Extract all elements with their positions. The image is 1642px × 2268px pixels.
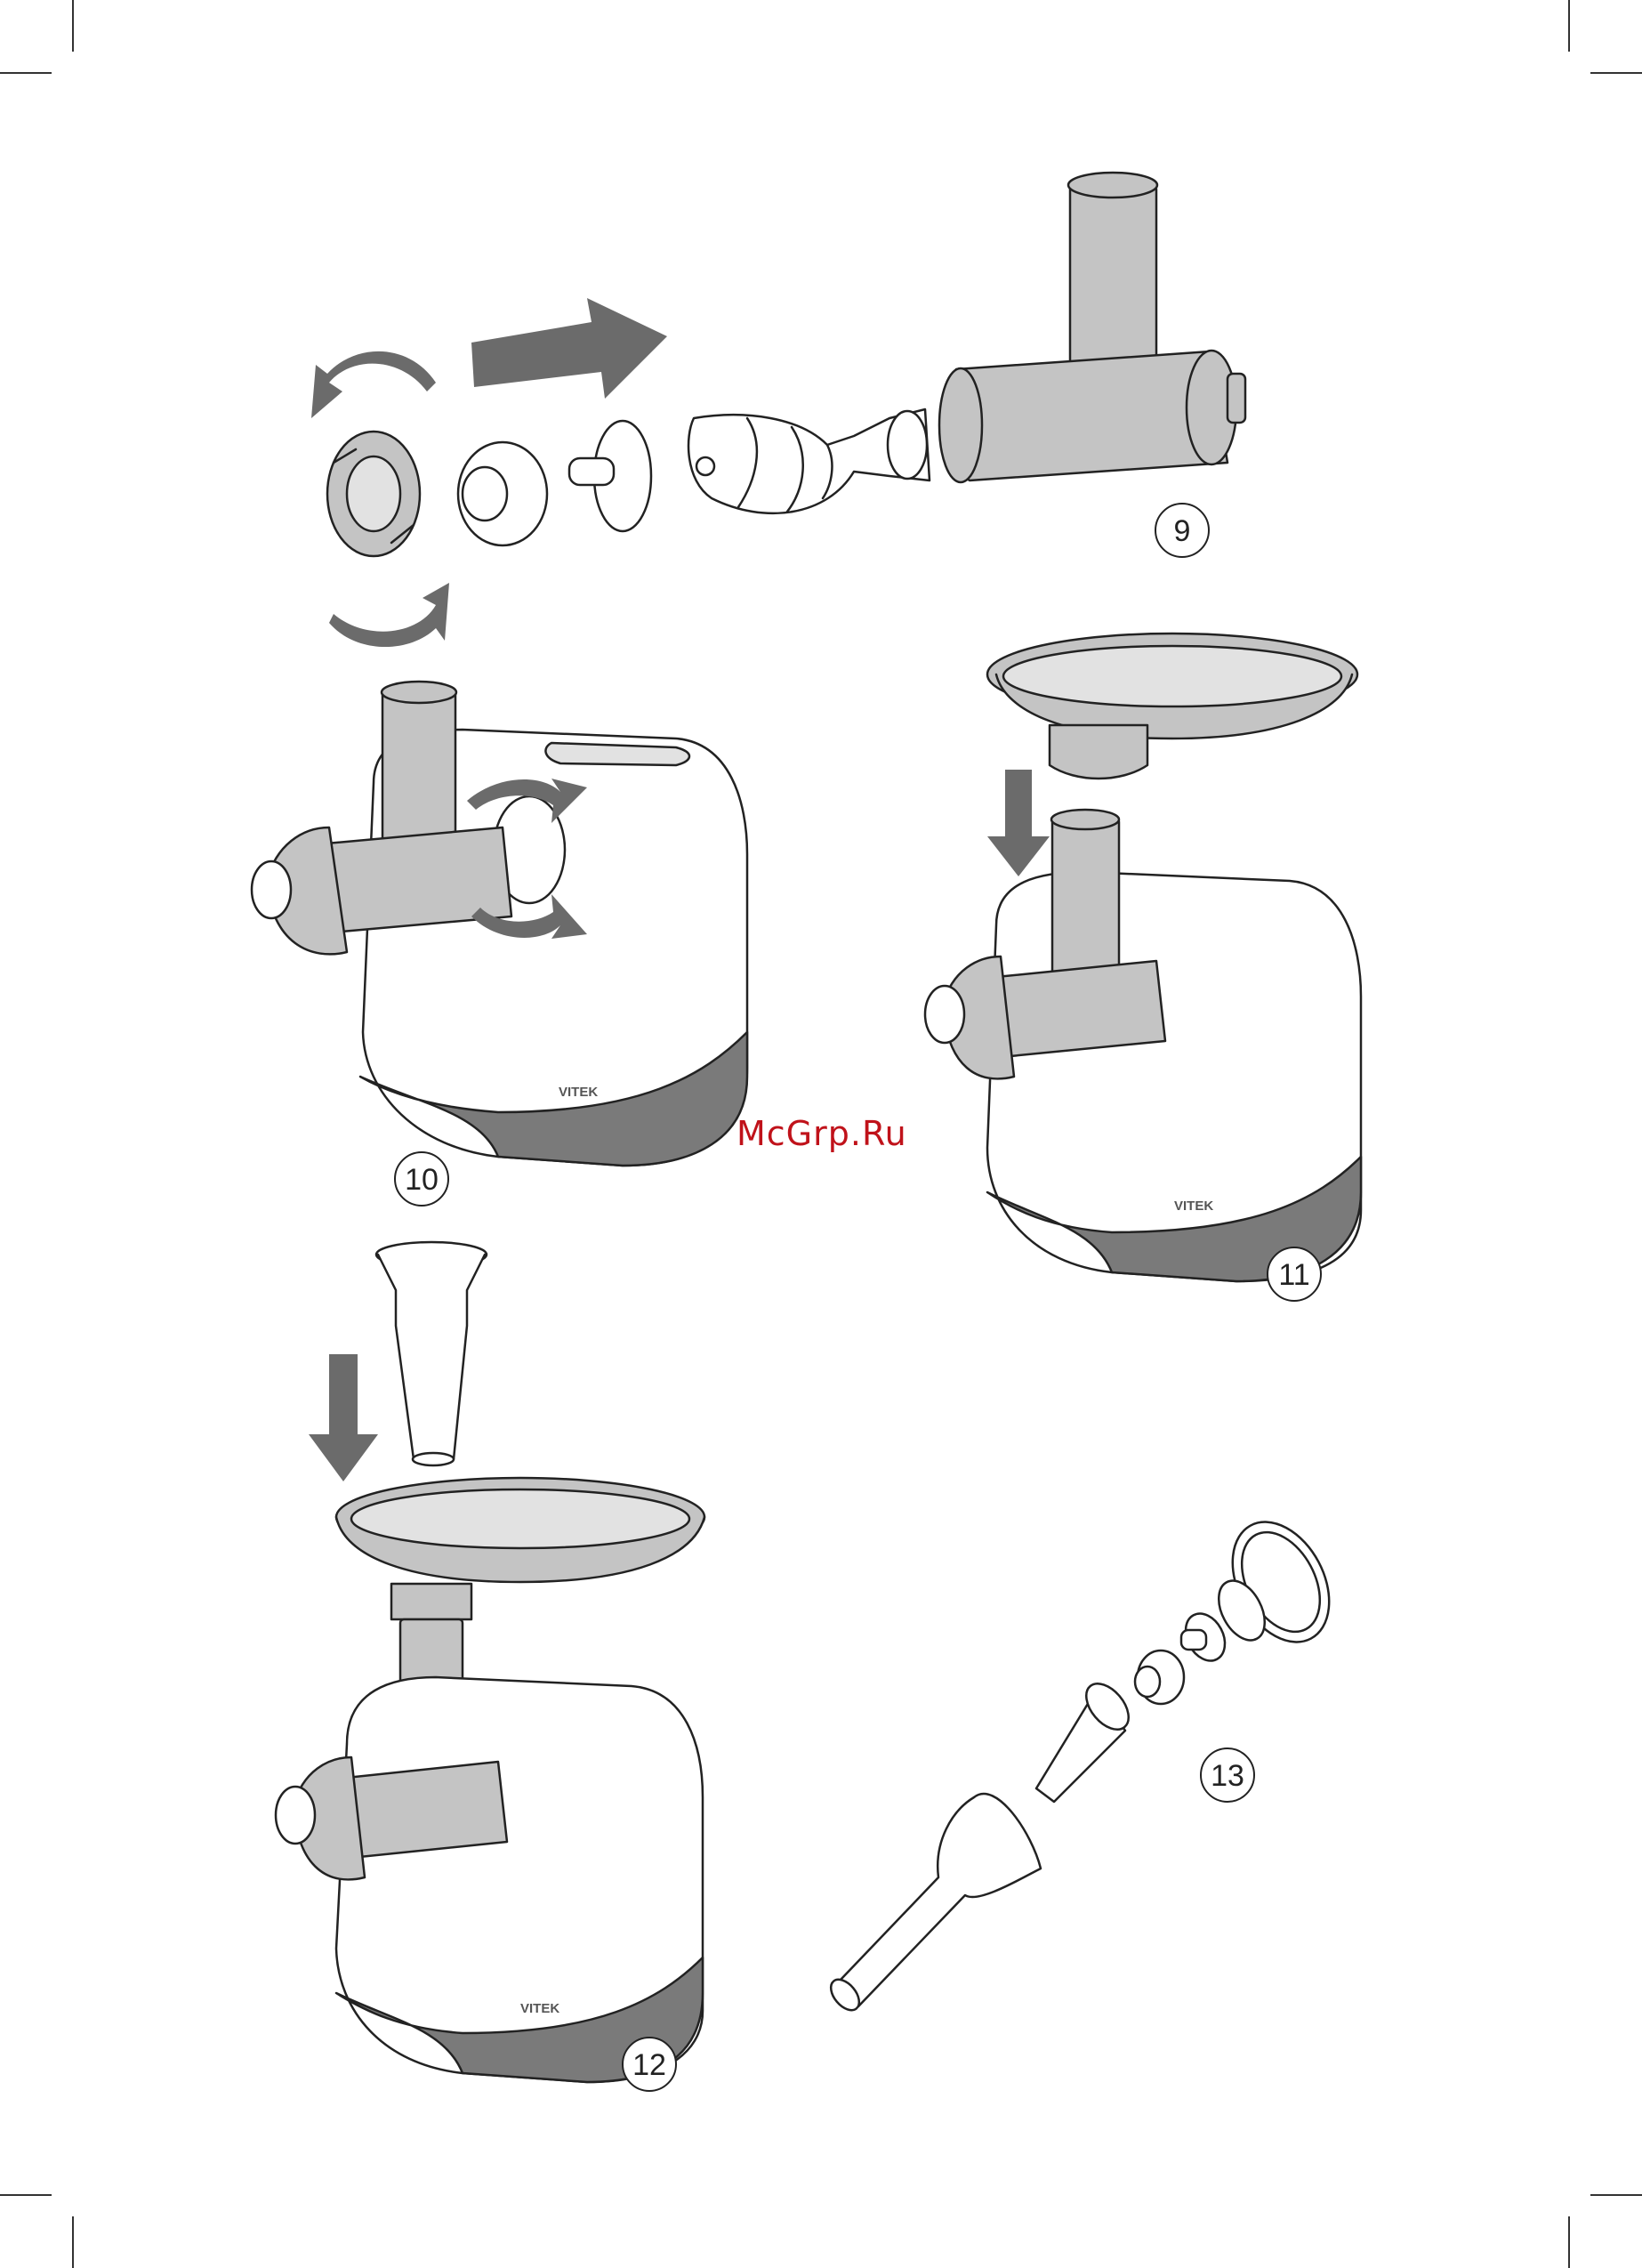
brand-label: VITEK bbox=[559, 1085, 598, 1100]
watermark-text: McGrp.Ru bbox=[736, 1114, 907, 1153]
brand-label: VITEK bbox=[520, 2001, 559, 2016]
down-arrow-icon bbox=[987, 770, 1050, 876]
step-10-illustration: VITEK bbox=[252, 682, 747, 1166]
step-10-badge: 10 bbox=[395, 1152, 448, 1206]
grinder-housing bbox=[939, 173, 1245, 482]
step-11-badge: 11 bbox=[1268, 1247, 1321, 1301]
down-arrow-icon bbox=[309, 1354, 378, 1481]
brand-label: VITEK bbox=[1174, 1199, 1213, 1214]
ring-cone bbox=[458, 442, 547, 545]
step-13-illustration bbox=[825, 1505, 1348, 2015]
separator-disk bbox=[569, 421, 651, 531]
step-number-12: 12 bbox=[632, 2048, 666, 2082]
step-13-badge: 13 bbox=[1201, 1748, 1254, 1802]
step-9-illustration bbox=[311, 173, 1245, 647]
step-11-illustration: VITEK bbox=[925, 634, 1361, 1281]
step-number-9: 9 bbox=[1174, 514, 1191, 548]
step-9-badge: 9 bbox=[1155, 504, 1209, 557]
step-number-11: 11 bbox=[1278, 1258, 1309, 1292]
step-12-badge: 12 bbox=[623, 2038, 676, 2091]
step-12-illustration: VITEK bbox=[276, 1242, 704, 2082]
step-number-13: 13 bbox=[1211, 1759, 1244, 1793]
rotate-arrow-icon bbox=[329, 583, 449, 647]
auger-screw bbox=[688, 409, 930, 513]
step-number-10: 10 bbox=[405, 1163, 439, 1197]
ring-nut bbox=[327, 432, 420, 556]
direction-arrow-icon bbox=[471, 298, 667, 399]
rotate-arrow-icon bbox=[311, 351, 436, 418]
